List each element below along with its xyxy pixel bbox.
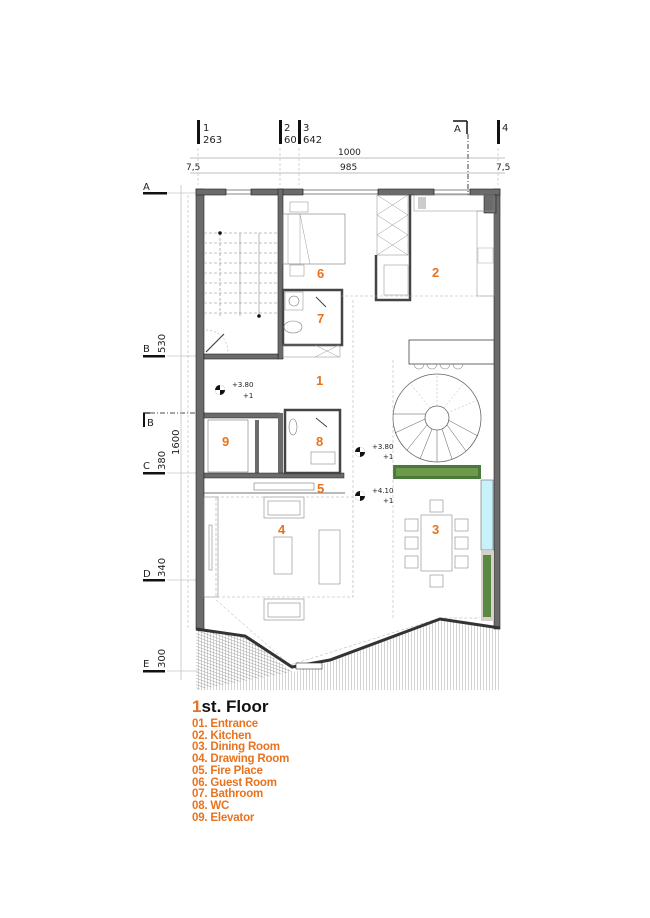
svg-text:985: 985: [340, 163, 357, 173]
legend-item: 07. Bathroom: [192, 788, 264, 801]
svg-text:+1: +1: [383, 497, 393, 505]
svg-text:+1: +1: [243, 392, 253, 400]
room-number-1: 1: [316, 373, 323, 388]
legend-item: 01. Entrance: [192, 718, 258, 730]
svg-text:1: 1: [203, 123, 209, 134]
svg-text:340: 340: [157, 558, 168, 577]
room-number-6: 6: [317, 266, 324, 281]
stair-core: [203, 188, 284, 360]
svg-text:B: B: [143, 344, 150, 355]
level-markers: +3.80 +1 +3.80 +1 +4.10 +1: [215, 381, 393, 505]
svg-text:3: 3: [303, 123, 309, 134]
dining-furniture: [404, 499, 469, 588]
room-number-8: 8: [316, 434, 323, 449]
svg-text:300: 300: [157, 649, 168, 668]
svg-text:60: 60: [284, 135, 297, 146]
exterior-walls: [195, 188, 501, 630]
room-number-2: 2: [432, 265, 439, 280]
room-number-9: 9: [222, 434, 229, 449]
grid-row-markers: A B 530 B 1600 C 380 D 340 E 300: [143, 182, 205, 680]
svg-text:+3.80: +3.80: [372, 443, 393, 451]
kitchen: [340, 194, 495, 370]
spiral-stair: [392, 373, 482, 463]
svg-text:A: A: [454, 124, 461, 135]
svg-text:D: D: [143, 569, 151, 580]
legend: 1st. Floor 01. Entrance 02. Kitchen 03. …: [192, 697, 289, 824]
svg-text:7,5: 7,5: [186, 163, 200, 173]
svg-text:1000: 1000: [338, 148, 361, 158]
svg-text:380: 380: [157, 451, 168, 470]
room-legend-list: 01. Entrance 02. Kitchen 03. Dining Room…: [192, 718, 290, 824]
room-number-3: 3: [432, 522, 439, 537]
grid-column-markers: 1 263 2 60 3 642 4 A: [197, 120, 508, 195]
dashed-guides: [187, 195, 480, 666]
floor-number: 1: [192, 697, 202, 716]
legend-item: 04. Drawing Room: [192, 753, 290, 766]
legend-item: 02. Kitchen: [192, 729, 252, 742]
svg-text:C: C: [143, 461, 150, 472]
room-number-5: 5: [317, 481, 324, 496]
svg-text:4: 4: [502, 123, 508, 134]
svg-text:A: A: [143, 182, 150, 193]
guest-room: [282, 194, 412, 302]
svg-text:B: B: [147, 418, 154, 429]
room-numbers: 1 2 3 4 5 6 7 8 9: [222, 265, 439, 537]
svg-text:+4.10: +4.10: [372, 487, 393, 495]
svg-text:1600: 1600: [171, 430, 182, 455]
horizontal-dimensions: 1000 7,5 985 7,5: [186, 148, 510, 185]
legend-item: 09. Elevator: [192, 811, 255, 824]
legend-item: 06. Guest Room: [192, 776, 277, 789]
svg-text:2: 2: [284, 123, 290, 134]
svg-text:263: 263: [203, 135, 222, 146]
svg-text:530: 530: [157, 334, 168, 353]
legend-item: 05. Fire Place: [192, 764, 263, 777]
svg-text:642: 642: [303, 135, 322, 146]
legend-title: 1st. Floor: [192, 697, 289, 717]
svg-text:+1: +1: [383, 453, 393, 461]
top-windows: [225, 189, 471, 195]
bathroom: [281, 288, 344, 358]
planters: [393, 465, 494, 621]
legend-item: 08. WC: [192, 799, 230, 812]
front-facade: [195, 617, 501, 690]
legend-item: 03. Dining Room: [192, 741, 280, 754]
floor-plan-drawing: 1 263 2 60 3 642 4 A 1000 7,5 985 7,5 A …: [143, 120, 510, 690]
floor-label: st. Floor: [201, 697, 269, 716]
svg-text:7,5: 7,5: [496, 163, 510, 173]
elevator-and-wc: [203, 408, 345, 494]
svg-text:E: E: [143, 659, 149, 670]
room-number-4: 4: [278, 522, 286, 537]
svg-text:+3.80: +3.80: [232, 381, 253, 389]
drawing-room-furniture: [203, 496, 354, 621]
room-number-7: 7: [317, 311, 324, 326]
